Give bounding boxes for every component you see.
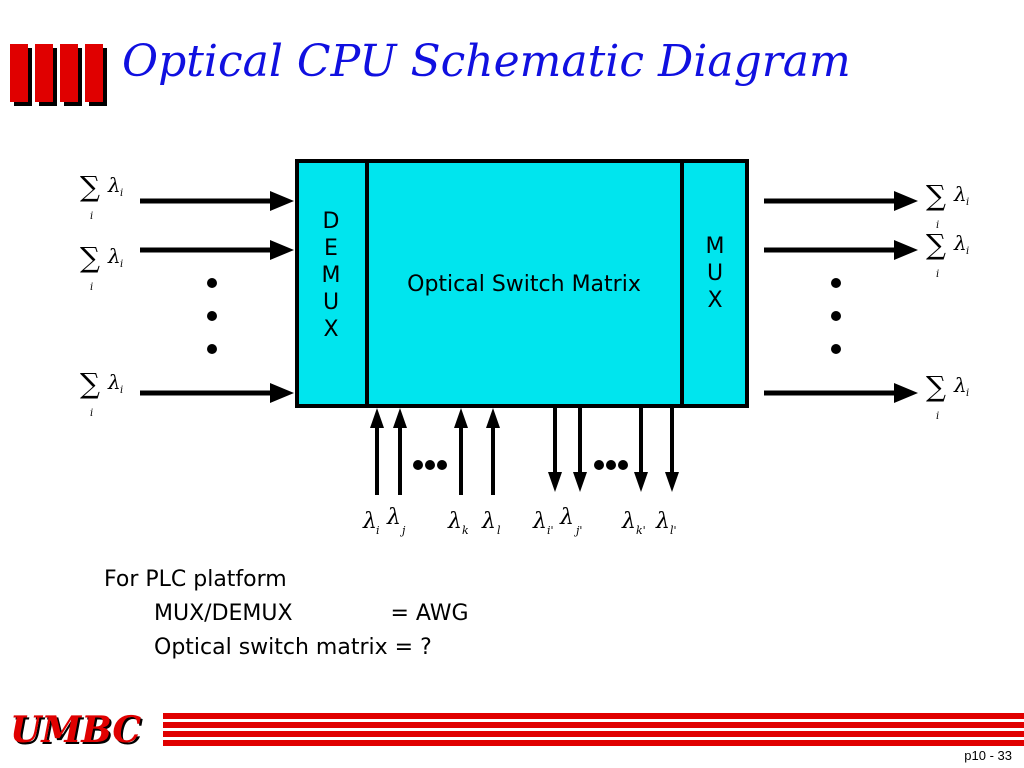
svg-text:i: i <box>936 269 939 280</box>
svg-text:λ: λ <box>107 370 121 394</box>
output-label-3: ∑ λ i i <box>926 370 969 422</box>
output-arrows <box>764 191 918 403</box>
notes-heading: For PLC platform <box>104 567 287 592</box>
svg-text:l: l <box>497 524 501 537</box>
bottom-input-arrowheads <box>370 408 500 428</box>
svg-text:λ: λ <box>953 373 967 397</box>
input-arrowhead-2 <box>270 240 294 260</box>
svg-text:i: i <box>120 259 123 270</box>
svg-text:∑: ∑ <box>80 241 100 274</box>
output-arrowhead-1 <box>894 191 918 211</box>
svg-text:i: i <box>936 411 939 422</box>
input-label-1: ∑ λ i i <box>80 170 123 222</box>
cpu-box <box>295 159 749 408</box>
footer-stripes <box>163 713 1024 746</box>
svg-text:i: i <box>90 282 93 293</box>
svg-text:λ: λ <box>386 505 401 530</box>
input-label-3: ∑ λ i i <box>80 367 123 419</box>
svg-text:i: i <box>966 388 969 399</box>
svg-text:∑: ∑ <box>80 170 100 203</box>
bottom-ellipsis-right <box>594 460 628 470</box>
svg-text:l': l' <box>670 524 677 537</box>
svg-text:i': i' <box>547 524 554 537</box>
wavelength-label-j-prime: λj' <box>559 505 582 537</box>
bottom-input-arrows <box>375 425 495 495</box>
svg-text:i: i <box>90 211 93 222</box>
svg-text:λ: λ <box>655 509 670 534</box>
svg-text:k': k' <box>636 524 646 537</box>
bottom-output-arrowheads <box>548 472 679 492</box>
input-ellipsis <box>207 278 217 354</box>
slide-title: Optical CPU Schematic Diagram <box>122 36 851 87</box>
svg-text:i: i <box>90 408 93 419</box>
input-arrowhead-1 <box>270 191 294 211</box>
svg-text:j': j' <box>573 524 582 537</box>
svg-text:i: i <box>120 385 123 396</box>
input-arrowhead-3 <box>270 383 294 403</box>
svg-text:λ: λ <box>532 509 547 534</box>
demux-label: D E M U X <box>321 209 341 342</box>
svg-text:i: i <box>966 197 969 208</box>
input-arrows <box>140 191 294 403</box>
svg-text:λ: λ <box>107 244 121 268</box>
umbc-logo: UMBC <box>10 709 141 751</box>
output-arrowhead-2 <box>894 240 918 260</box>
svg-text:λ: λ <box>107 173 121 197</box>
optical-switch-matrix-label: Optical Switch Matrix <box>407 272 641 297</box>
svg-text:λ: λ <box>953 182 967 206</box>
svg-text:∑: ∑ <box>926 179 946 212</box>
svg-text:λ: λ <box>447 509 462 534</box>
mux-label: M U X <box>705 234 725 313</box>
title-bars-logo <box>10 44 107 106</box>
svg-text:i: i <box>376 524 380 537</box>
svg-text:λ: λ <box>481 509 496 534</box>
output-labels: ∑ λ i i ∑ λ i i ∑ λ i i <box>926 179 969 422</box>
input-labels: ∑ λ i i ∑ λ i i ∑ λ i i <box>80 170 123 419</box>
notes-mux-demux-line: MUX/DEMUX = AWG <box>154 601 469 626</box>
svg-text:∑: ∑ <box>926 370 946 403</box>
svg-text:λ: λ <box>362 509 377 534</box>
wavelength-label-j: λj <box>386 505 406 537</box>
input-label-2: ∑ λ i i <box>80 241 123 293</box>
output-label-1: ∑ λ i i <box>926 179 969 231</box>
svg-text:j: j <box>399 524 406 537</box>
svg-text:i: i <box>120 188 123 199</box>
output-arrowhead-3 <box>894 383 918 403</box>
svg-text:λ: λ <box>953 231 967 255</box>
svg-text:i: i <box>936 220 939 231</box>
svg-text:∑: ∑ <box>80 367 100 400</box>
svg-text:λ: λ <box>621 509 636 534</box>
bottom-ellipsis-left <box>413 460 447 470</box>
svg-text:i: i <box>966 246 969 257</box>
output-label-2: ∑ λ i i <box>926 228 969 280</box>
notes-switch-matrix-line: Optical switch matrix = ? <box>154 635 432 660</box>
bottom-output-arrows <box>553 408 674 476</box>
svg-text:∑: ∑ <box>926 228 946 261</box>
svg-text:λ: λ <box>559 505 574 530</box>
output-ellipsis <box>831 278 841 354</box>
svg-text:k: k <box>462 524 469 537</box>
page-number: p10 - 33 <box>964 748 1012 763</box>
